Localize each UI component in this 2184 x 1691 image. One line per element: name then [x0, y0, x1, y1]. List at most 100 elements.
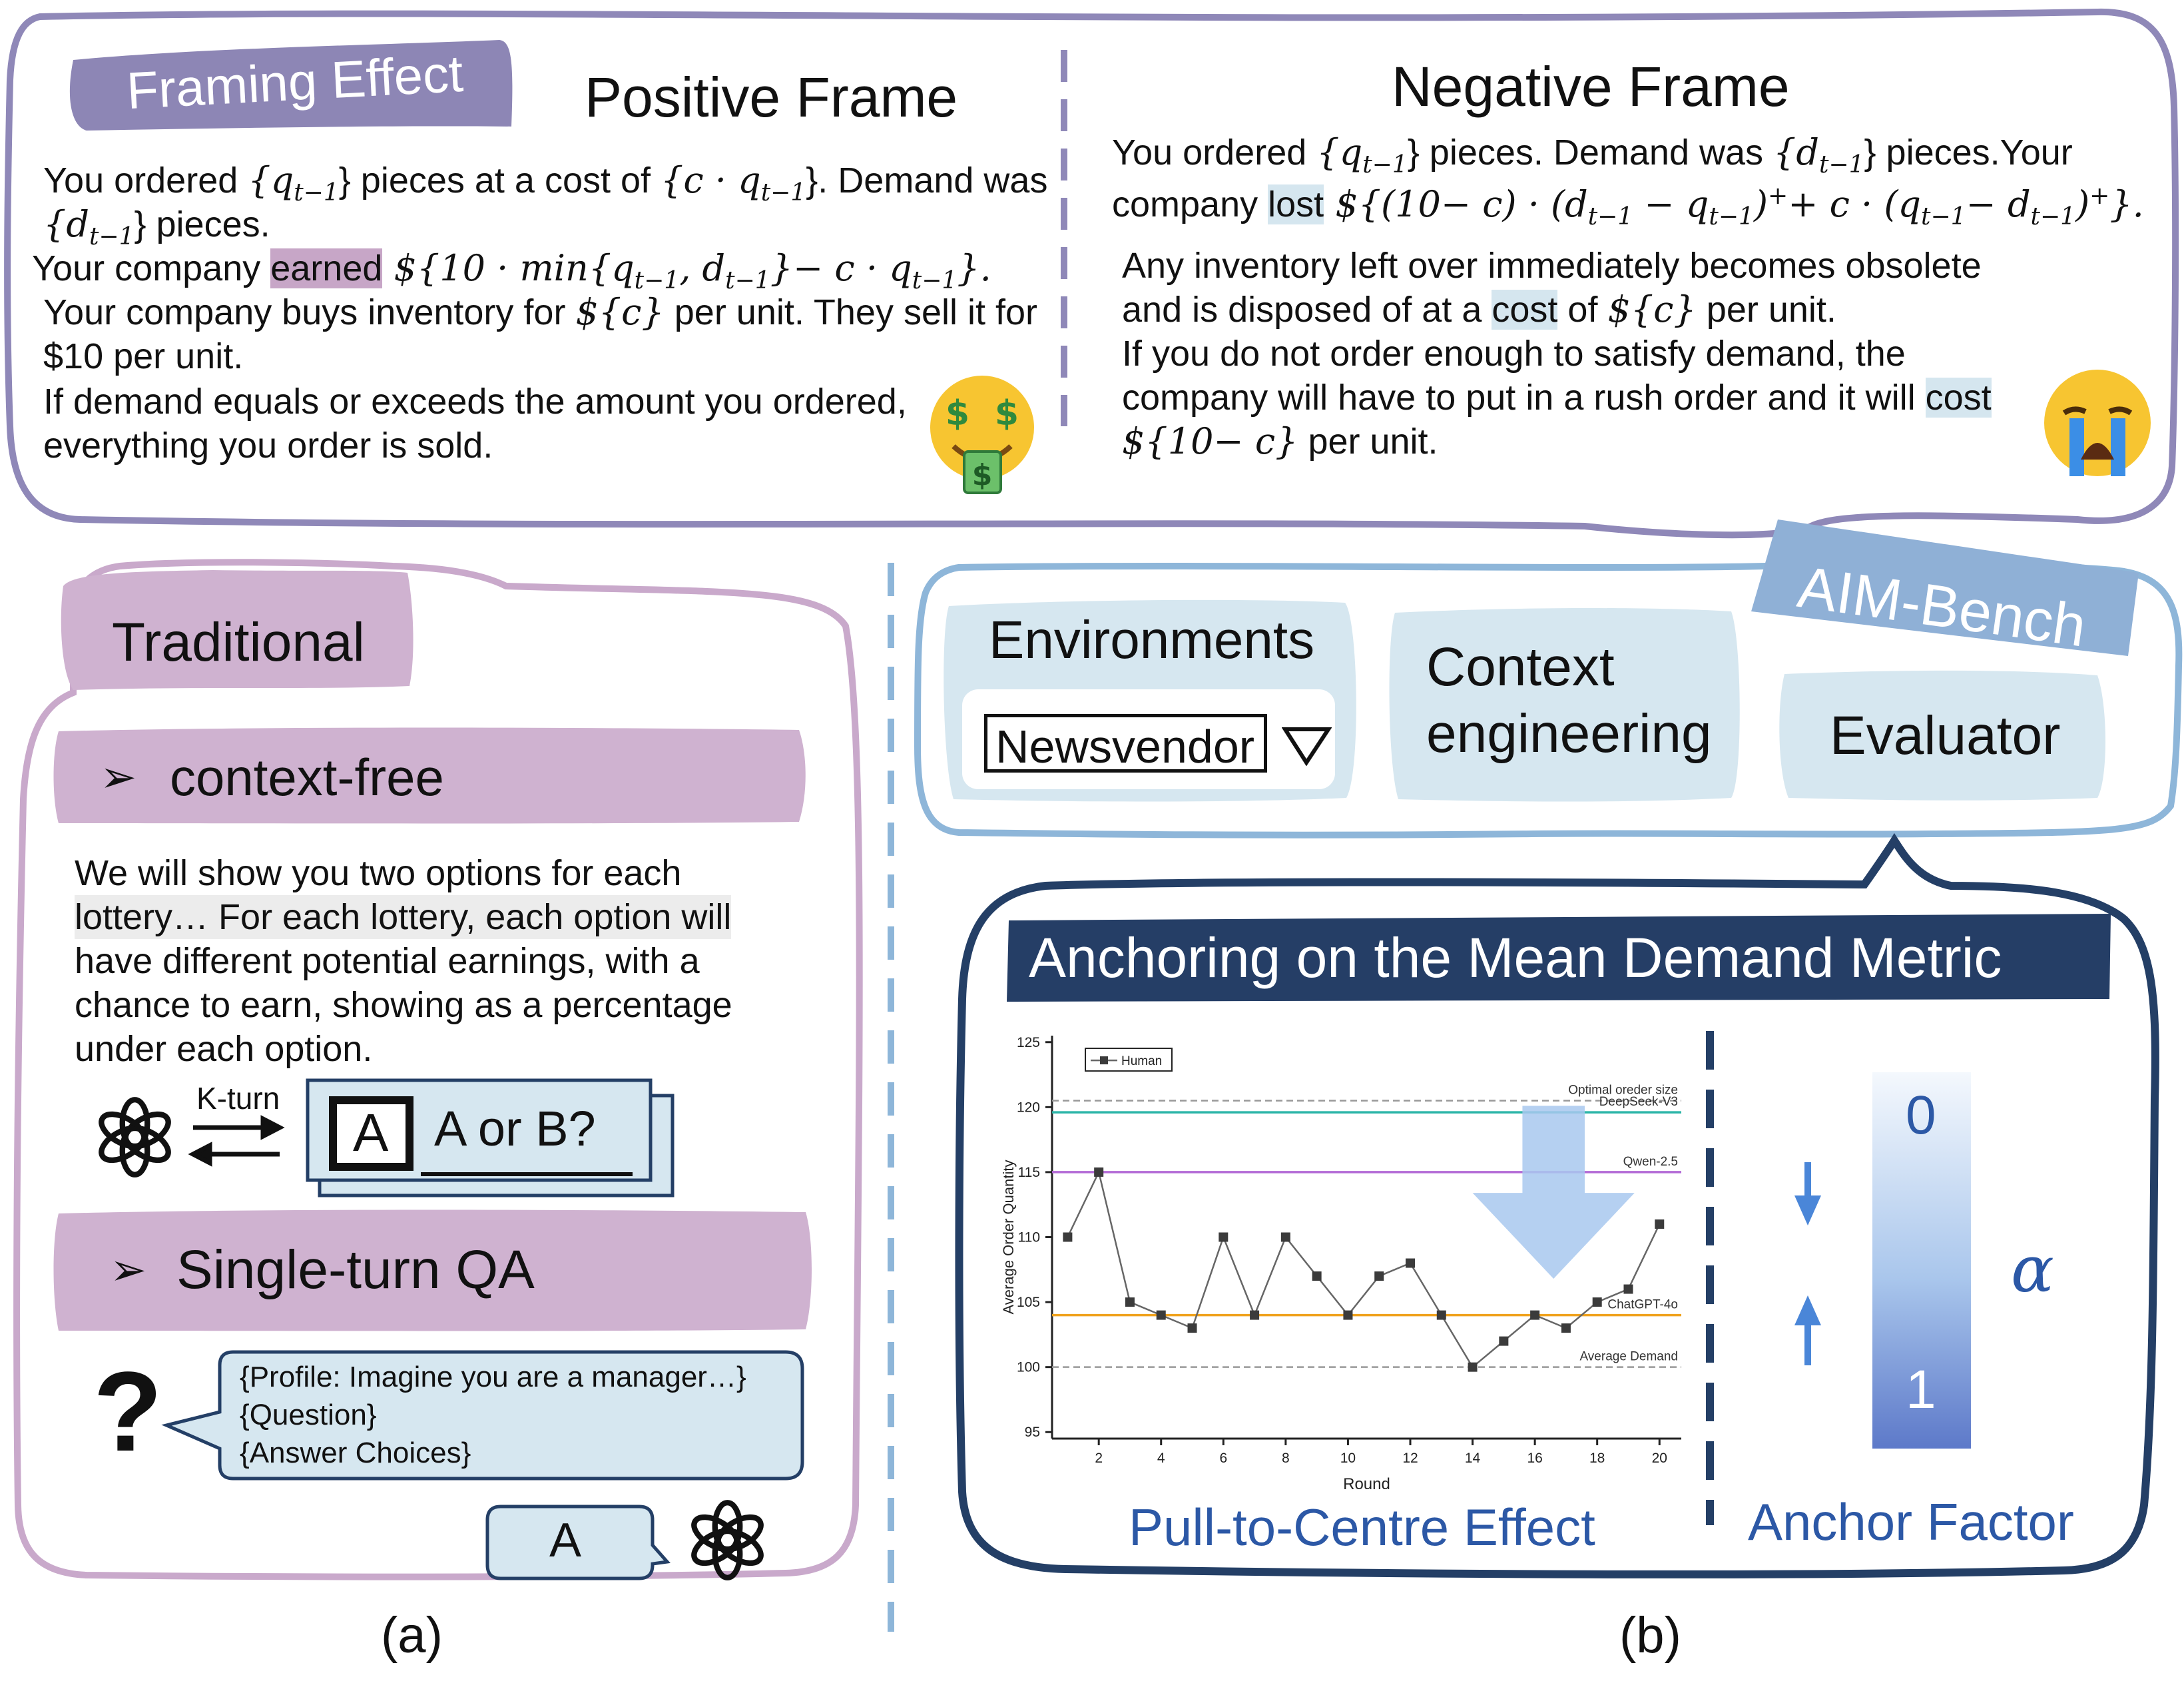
context-label-2: engineering: [1426, 703, 1712, 764]
lottery-line-5: under each option.: [75, 1029, 373, 1069]
legend-label: Human: [1121, 1054, 1162, 1068]
data-point: [1561, 1323, 1571, 1333]
answer-letter: A: [549, 1514, 582, 1567]
anchor-title-bg: [1007, 914, 2111, 1002]
y-tick-label: 105: [1017, 1295, 1040, 1310]
env-select-value: Newsvendor: [995, 721, 1255, 773]
anchor-gradient-bar: [1872, 1072, 1971, 1449]
kturn-arrows: [188, 1115, 285, 1167]
x-tick-label: 16: [1527, 1451, 1542, 1466]
pull-to-centre-label: Pull-to-Centre Effect: [1129, 1498, 1595, 1556]
reference-line-label: Qwen-2.5: [1623, 1155, 1678, 1169]
data-point: [1312, 1271, 1322, 1281]
anchor-bar-bottom: 1: [1906, 1359, 1936, 1420]
context-label-1: Context: [1426, 637, 1615, 697]
data-point: [1374, 1271, 1384, 1281]
x-tick-label: 4: [1157, 1451, 1165, 1466]
pull-arrow: [1472, 1106, 1635, 1279]
svg-text:$: $: [972, 458, 993, 492]
positive-line-1: You ordered {qt−1} pieces at a cost of {…: [43, 159, 1048, 206]
data-point: [1219, 1232, 1228, 1242]
x-tick-label: 14: [1465, 1451, 1481, 1466]
data-point: [1530, 1310, 1540, 1320]
data-point: [1499, 1336, 1509, 1346]
data-point: [1063, 1232, 1073, 1242]
positive-frame-title: Positive Frame: [585, 66, 958, 129]
x-tick-label: 6: [1219, 1451, 1227, 1466]
data-point: [1125, 1297, 1135, 1307]
legend-box: [1085, 1048, 1173, 1072]
series-line: [1067, 1170, 1661, 1369]
chevron-down-icon[interactable]: [1282, 726, 1332, 766]
y-tick-label: 125: [1017, 1035, 1040, 1050]
traditional-panel-border: [13, 559, 863, 1580]
lottery-line-1: We will show you two options for each: [75, 853, 682, 893]
data-point: [1655, 1219, 1665, 1229]
earned-highlight: earned: [270, 248, 383, 288]
anchor-arrows: [1794, 1162, 1821, 1365]
kturn-label: K-turn: [196, 1081, 280, 1116]
anchor-factor-label: Anchor Factor: [1748, 1493, 2074, 1551]
data-point: [1405, 1258, 1415, 1268]
x-tick-label: 18: [1589, 1451, 1605, 1466]
single-turn-label: Single-turn QA: [176, 1239, 535, 1300]
data-point: [1436, 1310, 1446, 1320]
crying-face-icon: [2044, 370, 2151, 476]
bubble-line-3: {Answer Choices}: [240, 1437, 471, 1469]
svg-text:$: $: [995, 394, 1019, 434]
anchor-title: Anchoring on the Mean Demand Metric: [1029, 926, 2002, 989]
y-axis-label: Average Order Quantity: [1000, 1160, 1017, 1315]
data-point: [1156, 1310, 1166, 1320]
data-point: [1187, 1323, 1197, 1333]
traditional-tag: Traditional: [112, 612, 365, 673]
svg-text:$: $: [946, 394, 969, 434]
lost-highlight: lost: [1268, 184, 1324, 224]
caption-b: (b): [1619, 1607, 1681, 1664]
money-face-icon: $ $ $: [930, 376, 1034, 494]
llm-logo-icon-2: [691, 1500, 764, 1580]
framing-panel-border: [4, 8, 2179, 539]
negative-frame-title: Negative Frame: [1392, 55, 1790, 118]
y-tick-label: 120: [1017, 1100, 1040, 1115]
y-tick-label: 100: [1017, 1360, 1040, 1375]
traditional-tag-bg: [61, 570, 413, 690]
single-turn-arrow-icon: ➢: [110, 1245, 147, 1294]
data-point: [1623, 1284, 1633, 1294]
x-axis-label: Round: [1343, 1475, 1390, 1493]
framing-tag-bg: [69, 40, 513, 131]
single-turn-band: [53, 1209, 812, 1331]
context-free-band: [53, 727, 806, 824]
y-tick-label: 95: [1025, 1425, 1040, 1440]
data-point: [1468, 1362, 1478, 1372]
environments-label: Environments: [989, 610, 1315, 669]
llm-logo-icon: [99, 1097, 171, 1178]
reference-line-label: Average Demand: [1579, 1350, 1678, 1364]
positive-line-6: If demand equals or exceeds the amount y…: [43, 382, 907, 422]
negative-line-1: You ordered {qt−1} pieces. Demand was {d…: [1112, 131, 2073, 178]
anchor-bar-top: 0: [1906, 1085, 1936, 1146]
legend-marker: [1100, 1056, 1108, 1065]
env-select[interactable]: Newsvendor: [984, 714, 1267, 773]
cost-highlight-2: cost: [1925, 378, 1992, 418]
negative-line-7: ${10− c} per unit.: [1122, 420, 1438, 462]
data-point: [1280, 1232, 1290, 1242]
data-point: [1094, 1167, 1104, 1177]
card-letter-box: [329, 1096, 413, 1171]
positive-line-3: Your company earned ${10 · min{qt−1, dt−…: [32, 247, 991, 294]
positive-line-7: everything you order is sold.: [43, 426, 493, 466]
negative-line-6: company will have to put in a rush order…: [1122, 378, 1992, 418]
caption-a: (a): [381, 1607, 443, 1664]
data-point: [1592, 1297, 1602, 1307]
x-tick-label: 20: [1652, 1451, 1667, 1466]
context-free-label: context-free: [170, 748, 444, 807]
reference-line-label: ChatGPT-4o: [1607, 1298, 1678, 1312]
aim-tag-bg: [1751, 519, 2139, 656]
y-tick-label: 110: [1018, 1230, 1040, 1245]
lottery-line-3: have different potential earnings, with …: [75, 941, 700, 981]
lottery-line-2: lottery… For each lottery, each option w…: [75, 895, 732, 939]
x-tick-label: 8: [1282, 1451, 1290, 1466]
positive-line-5: $10 per unit.: [43, 336, 244, 376]
profile-bubble-shape: [161, 1350, 804, 1481]
question-mark-icon: ?: [93, 1349, 162, 1475]
